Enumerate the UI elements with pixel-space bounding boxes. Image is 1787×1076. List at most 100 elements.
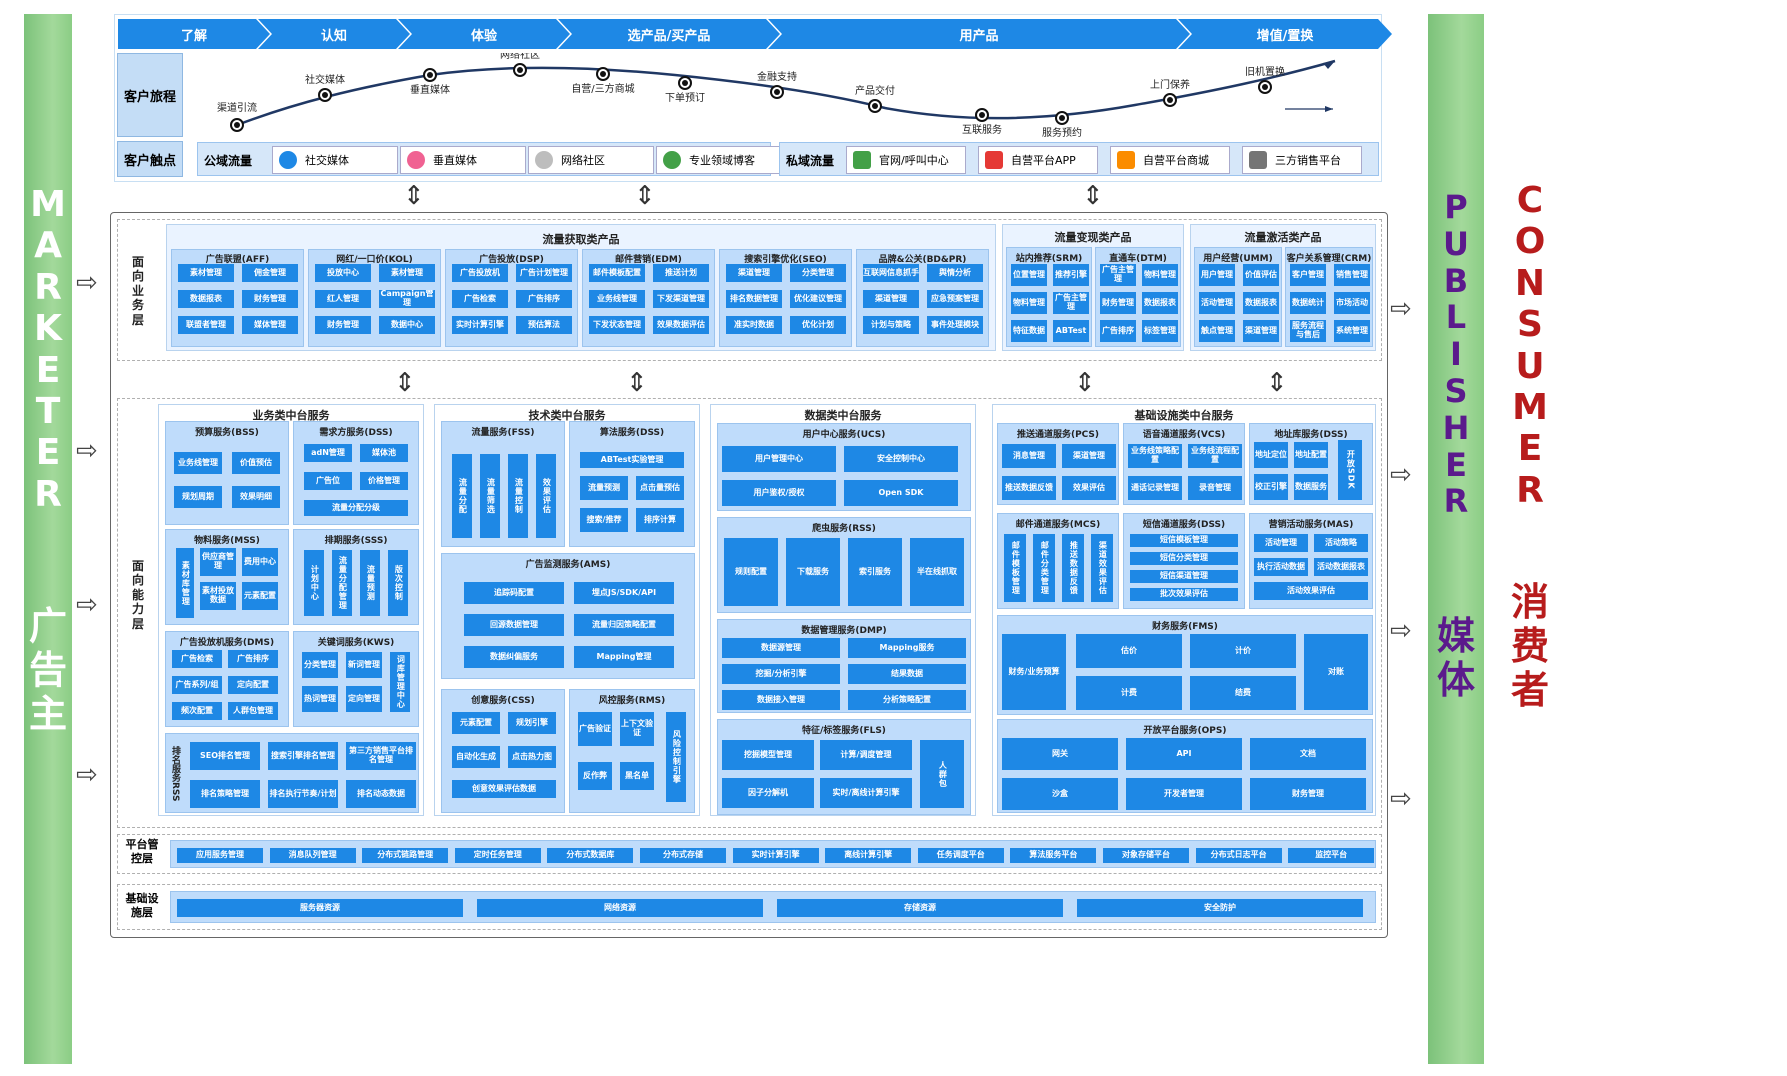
service-title: 特征/标签服务(FLS) <box>802 726 886 736</box>
journey-point-dot <box>774 89 780 95</box>
service-tile: 用户鉴权/授权 <box>722 480 836 506</box>
service-tile: 录音管理 <box>1188 476 1242 500</box>
service-tile: 分类管理 <box>302 652 338 678</box>
monetization-title: 流量变现类产品 <box>1054 231 1132 244</box>
service-tile: 新词管理 <box>346 652 382 678</box>
journey-point-label: 网络社区 <box>500 53 540 61</box>
service-tile: 财务管理 <box>242 290 298 308</box>
service-tile: 优化建议管理 <box>790 290 846 308</box>
touchpoint-icon <box>1249 151 1267 169</box>
service-tile: 标签管理 <box>1142 320 1178 342</box>
public-label: 公域流量 <box>204 154 253 168</box>
service-tile: 推送数据反馈 <box>1062 534 1084 602</box>
double-arrow-icon: ⇕ <box>634 181 656 211</box>
service-tile: 数据报表 <box>178 290 234 308</box>
service-tile: 活动管理 <box>1254 534 1308 552</box>
service-tile: 优化计划 <box>790 316 846 334</box>
double-arrow-icon: ⇕ <box>394 368 416 398</box>
service-tile: 点击量预估 <box>636 476 684 500</box>
service-tile: 佣金管理 <box>242 264 298 282</box>
service-tile: 半在线抓取 <box>910 538 964 606</box>
service-tile: 广告计划管理 <box>516 264 572 282</box>
service-tile: 计划与策略 <box>863 316 919 334</box>
activation-title: 流量激活类产品 <box>1244 231 1322 244</box>
acquisition-title: 流量获取类产品 <box>542 233 620 246</box>
public-touchpoint: 专业领域博客 <box>656 146 782 174</box>
touchpoint-label: 官网/呼叫中心 <box>879 154 949 167</box>
product-group-title: 邮件营销(EDM) <box>615 255 682 265</box>
product-group: 客户关系管理(CRM)客户管理销售管理数据统计市场活动服务流程与售后系统管理 <box>1285 247 1373 347</box>
service-tile: 消息管理 <box>1002 444 1056 468</box>
private-touchpoint: 自营平台APP <box>978 146 1098 174</box>
service-tile: 渠道管理 <box>726 264 782 282</box>
product-group-title: 广告投放(DSP) <box>479 255 544 265</box>
product-group-title: 网红/一口价(KOL) <box>336 255 413 265</box>
touch-label: 客户触点 <box>123 153 176 169</box>
service-tile: ABTest <box>1053 320 1089 342</box>
service-tile: 短信渠道管理 <box>1130 570 1238 583</box>
service-tile: 业务线管理 <box>174 452 222 474</box>
service-tile: 互联网信息抓手 <box>863 264 919 282</box>
service-tile: 推送数据反馈 <box>1002 476 1056 500</box>
label-char: 务 <box>131 298 144 313</box>
stage-5: 增值/置换 <box>1178 19 1392 49</box>
service-tile: 沙盒 <box>1002 778 1118 810</box>
service-tile: 销售管理 <box>1334 264 1370 286</box>
service-tile: 推送计划 <box>653 264 709 282</box>
acquisition-panel: 流量获取类产品广告联盟(AFF)素材管理佣金管理数据报表财务管理联盟者管理媒体管… <box>166 224 996 351</box>
platform-tile: 实时计算引擎 <box>732 848 819 863</box>
service-tile: 地址定位 <box>1254 442 1288 468</box>
marketer-letter: E <box>35 349 61 391</box>
push-channel-service: 推送通道服务(PCS)消息管理渠道管理推送数据反馈效果评估 <box>997 423 1119 505</box>
service-tile: 素材投放数据 <box>200 582 236 610</box>
service-tile: 特征数据 <box>1011 320 1047 342</box>
platform-tile: 分布式链路管理 <box>362 848 449 863</box>
service-tile: 元素配置 <box>452 712 500 734</box>
service-tile: 价格管理 <box>360 472 408 490</box>
service-tile: 黑名单 <box>620 762 654 790</box>
service-tile: 供应商管理 <box>200 548 236 576</box>
service-tile: 渠道管理 <box>1062 444 1116 468</box>
service-tile: 校正引擎 <box>1254 474 1288 500</box>
private-touchpoint: 自营平台商城 <box>1110 146 1230 174</box>
service-title: 需求方服务(DSS) <box>319 428 393 438</box>
service-tile: 事件处理模块 <box>927 316 983 334</box>
platform-tile: 应用服务管理 <box>177 848 263 863</box>
stage-0: 了解 <box>118 19 270 49</box>
capability-layer-label: 面向能力层 <box>128 559 148 631</box>
consumer-letter: S <box>1517 304 1543 346</box>
service-tile: 素材管理 <box>178 264 234 282</box>
touchpoint-label: 自营平台商城 <box>1143 154 1209 167</box>
touchpoint-label: 网络社区 <box>561 154 605 167</box>
infrastructure-tile: 网络资源 <box>477 899 763 917</box>
service-tile: 下发状态管理 <box>589 316 645 334</box>
service-tile: 位置管理 <box>1011 264 1047 286</box>
advertiser-char: 主 <box>28 691 67 736</box>
service-tile: 客户管理 <box>1290 264 1326 286</box>
marketer-letter: A <box>34 225 62 267</box>
consumer-cn-label: 消费者 <box>1500 580 1560 712</box>
journey-point-dot <box>427 72 433 78</box>
service-tile: 搜索引擎排名管理 <box>268 742 338 770</box>
right-arrow-icon: ⇨ <box>1390 460 1412 490</box>
service-tile: 排名执行节奏/计划 <box>268 780 338 808</box>
service-tile: 规划引擎 <box>508 712 556 734</box>
right-arrow-icon: ⇨ <box>76 268 98 298</box>
service-tile: 活动效果评估 <box>1254 582 1368 600</box>
service-tile: 数据接入管理 <box>722 690 840 710</box>
service-tile: 热词管理 <box>302 686 338 712</box>
service-tile: Open SDK <box>844 480 958 506</box>
label-char: 向 <box>131 573 144 588</box>
service-tile: 广告主管理 <box>1053 292 1089 314</box>
service-title: 算法服务(DSS) <box>599 428 665 438</box>
service-tile: 流量分配 <box>452 454 472 538</box>
publisher-letter: L <box>1445 298 1467 337</box>
service-tile: 人群包管理 <box>228 702 278 720</box>
service-tile: 活动数据报表 <box>1314 558 1368 576</box>
product-group: 品牌&公关(BD&PR)互联网信息抓手舆情分析渠道管理应急预案管理计划与策略事件… <box>856 249 989 347</box>
service-title: 排期服务(SSS) <box>324 536 388 546</box>
touchpoint-label: 三方销售平台 <box>1275 154 1341 167</box>
